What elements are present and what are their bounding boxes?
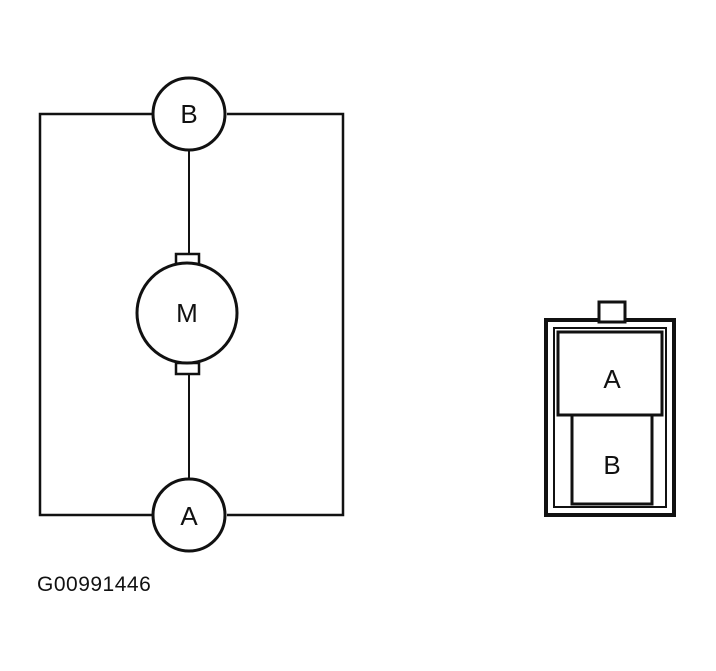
figure-id: G00991446 — [37, 573, 152, 596]
motor-bottom-brush — [174, 361, 201, 376]
schematic-circuit — [38, 76, 345, 553]
terminal-b-circle — [151, 76, 227, 152]
motor-circle — [135, 261, 239, 365]
right-wire — [227, 112, 345, 517]
connector-lock-tab — [597, 300, 627, 324]
terminal-a-circle — [151, 477, 227, 553]
motor-label: M — [176, 298, 198, 328]
connector-cavity-b-label: B — [603, 450, 620, 480]
connector-cavity-a-label: A — [603, 364, 621, 394]
left-wire — [38, 112, 152, 517]
terminal-a-label: A — [180, 501, 198, 531]
connector-cavity-b — [570, 413, 654, 506]
terminal-b-label: B — [180, 99, 197, 129]
connector-inner-shell — [553, 327, 667, 508]
connector-view — [544, 300, 676, 517]
